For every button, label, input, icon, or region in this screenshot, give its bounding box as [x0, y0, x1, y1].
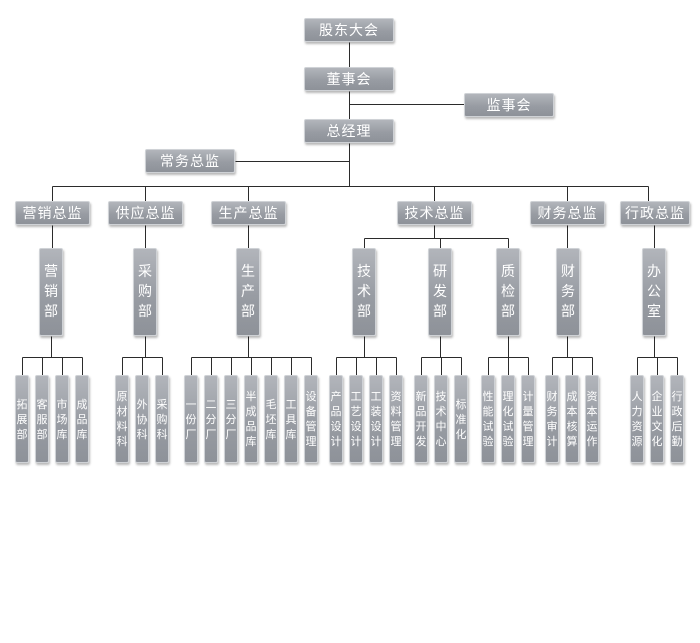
unit-box[interactable]: 外协科 — [135, 375, 149, 463]
unit-box[interactable]: 原材料科 — [115, 375, 129, 463]
supervisors-box[interactable]: 监事会 — [464, 93, 554, 117]
unit-box[interactable]: 采购科 — [155, 375, 169, 463]
dept-finance[interactable]: 财务部 — [556, 248, 580, 336]
unit-box[interactable]: 人力资源 — [630, 375, 644, 463]
dept-quality[interactable]: 质检部 — [496, 248, 520, 336]
unit-box[interactable]: 三分厂 — [224, 375, 238, 463]
director-production[interactable]: 生产总监 — [211, 201, 286, 225]
unit-box[interactable]: 拓展部 — [15, 375, 29, 463]
unit-box[interactable]: 设备管理 — [304, 375, 318, 463]
unit-box[interactable]: 企业文化 — [650, 375, 664, 463]
unit-box[interactable]: 毛坯库 — [264, 375, 278, 463]
unit-box[interactable]: 技术中心 — [434, 375, 448, 463]
shareholders-box[interactable]: 股东大会 — [304, 18, 394, 42]
unit-box[interactable]: 市场库 — [55, 375, 69, 463]
dept-office[interactable]: 办公室 — [642, 248, 666, 336]
unit-box[interactable]: 半成品库 — [244, 375, 258, 463]
unit-box[interactable]: 标准化 — [454, 375, 468, 463]
unit-box[interactable]: 一份厂 — [184, 375, 198, 463]
director-technology[interactable]: 技术总监 — [397, 201, 472, 225]
unit-box[interactable]: 工装设计 — [369, 375, 383, 463]
unit-box[interactable]: 客服部 — [35, 375, 49, 463]
director-finance[interactable]: 财务总监 — [530, 201, 605, 225]
director-admin[interactable]: 行政总监 — [620, 201, 690, 225]
general-manager-box[interactable]: 总经理 — [304, 119, 394, 143]
unit-box[interactable]: 二分厂 — [204, 375, 218, 463]
dept-purchasing[interactable]: 采购部 — [133, 248, 157, 336]
unit-box[interactable]: 产品设计 — [329, 375, 343, 463]
unit-box[interactable]: 资本运作 — [585, 375, 599, 463]
unit-box[interactable]: 性能试验 — [481, 375, 495, 463]
unit-box[interactable]: 行政后勤 — [670, 375, 684, 463]
dept-production[interactable]: 生产部 — [236, 248, 260, 336]
unit-box[interactable]: 理化试验 — [501, 375, 515, 463]
director-marketing[interactable]: 营销总监 — [15, 201, 90, 225]
unit-box[interactable]: 工具库 — [284, 375, 298, 463]
dept-rnd[interactable]: 研发部 — [428, 248, 452, 336]
dept-technical[interactable]: 技术部 — [352, 248, 376, 336]
executive-director-box[interactable]: 常务总监 — [145, 149, 235, 173]
unit-box[interactable]: 工艺设计 — [349, 375, 363, 463]
unit-box[interactable]: 成本核算 — [565, 375, 579, 463]
unit-box[interactable]: 成品库 — [75, 375, 89, 463]
unit-box[interactable]: 财务审计 — [545, 375, 559, 463]
unit-box[interactable]: 资料管理 — [389, 375, 403, 463]
director-supply[interactable]: 供应总监 — [108, 201, 183, 225]
board-box[interactable]: 董事会 — [304, 67, 394, 91]
dept-marketing[interactable]: 营销部 — [39, 248, 63, 336]
unit-box[interactable]: 新品开发 — [414, 375, 428, 463]
unit-box[interactable]: 计量管理 — [521, 375, 535, 463]
